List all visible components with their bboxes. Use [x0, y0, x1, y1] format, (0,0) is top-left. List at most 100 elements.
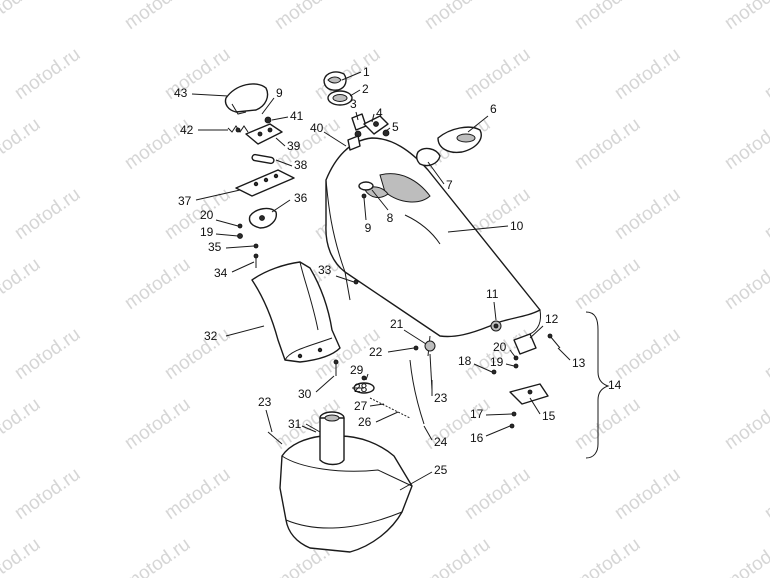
callout-38: 38: [294, 158, 308, 172]
callout-18: 18: [458, 354, 472, 368]
part-41-screw: [264, 116, 272, 124]
part-11-nut: [490, 320, 502, 332]
watermark-text: motod.ru: [571, 114, 644, 174]
callout-40: 40: [310, 121, 324, 135]
leader-line-40: [323, 131, 347, 147]
leader-line-35: [225, 245, 255, 249]
watermark-text: motod.ru: [761, 324, 770, 384]
callout-37: 37: [178, 194, 192, 208]
watermark-text: motod.ru: [571, 534, 644, 578]
callout-17: 17: [470, 407, 484, 421]
leader-line-8: [371, 189, 389, 211]
leader-line-32: [225, 325, 265, 337]
callout-12: 12: [545, 312, 559, 326]
callout-14: 14: [608, 378, 622, 392]
part-33-pin: [353, 279, 359, 285]
leader-line-3: [355, 111, 359, 121]
watermark-text: motod.ru: [11, 464, 84, 524]
callout-42: 42: [180, 123, 194, 137]
callout-labels: 1234567899101112131415161718191920202122…: [174, 65, 622, 477]
callout-9a: 9: [365, 221, 372, 235]
leader-line-21: [403, 329, 427, 345]
leader-line-36: [271, 199, 291, 213]
part-24-rod: [409, 359, 425, 425]
part-10-seat-cover: [325, 137, 541, 357]
part-15-bracket: [509, 383, 549, 405]
watermark-text: motod.ru: [421, 534, 494, 578]
part-29-ring: [361, 375, 367, 381]
group-14-brace: [585, 311, 610, 459]
watermark-text: motod.ru: [0, 394, 44, 454]
part-43-housing: [224, 83, 269, 115]
callout-2: 2: [362, 82, 369, 96]
callout-35: 35: [208, 240, 222, 254]
leader-lines: [191, 71, 571, 491]
leader-line-20b: [509, 349, 517, 359]
leader-line-27: [369, 403, 385, 407]
watermark-text: motod.ru: [11, 184, 84, 244]
watermark-text: motod.ru: [271, 0, 344, 34]
leader-line-9a: [363, 197, 367, 221]
callout-16: 16: [470, 431, 484, 445]
callout-21: 21: [390, 317, 404, 331]
callout-9b: 9: [276, 86, 283, 100]
watermark-text: motod.ru: [11, 324, 84, 384]
watermark-text: motod.ru: [0, 254, 44, 314]
watermark-text: motod.ru: [721, 534, 770, 578]
part-3-bolt: [351, 113, 367, 138]
part-40-stud: [347, 135, 361, 151]
watermark-text: motod.ru: [461, 44, 534, 104]
part-23-hose-left: [267, 431, 283, 445]
callout-5: 5: [392, 120, 399, 134]
callout-4: 4: [376, 106, 383, 120]
watermark-text: motod.ru: [571, 394, 644, 454]
leader-line-38: [275, 159, 293, 167]
part-38-clip: [251, 153, 275, 165]
callout-39: 39: [287, 139, 301, 153]
leader-line-31: [301, 425, 317, 433]
leader-line-37: [195, 189, 241, 201]
watermark-text: motod.ru: [121, 0, 194, 34]
part-5-nut: [382, 129, 390, 137]
watermark-text: motod.ru: [0, 534, 44, 578]
part-6-taillight: [437, 126, 482, 154]
callout-10: 10: [510, 219, 524, 233]
callout-23b: 23: [434, 391, 448, 405]
watermark-text: motod.ru: [421, 0, 494, 34]
leader-line-29: [365, 373, 369, 381]
leader-line-43: [191, 93, 229, 97]
leader-line-2: [349, 89, 361, 97]
part-1-cap: [323, 71, 347, 91]
callout-7: 7: [446, 178, 453, 192]
watermark-text: motod.ru: [611, 184, 684, 244]
leader-line-24: [423, 425, 433, 441]
leader-line-5: [385, 127, 391, 132]
callout-33: 33: [318, 263, 332, 277]
leader-line-19a: [215, 233, 239, 237]
callout-20b: 20: [493, 340, 507, 354]
callout-34: 34: [214, 266, 228, 280]
watermark-text: motod.ru: [761, 464, 770, 524]
leader-line-22: [387, 347, 415, 353]
callout-29: 29: [350, 363, 364, 377]
part-32-fender: [251, 261, 341, 363]
watermark-text: motod.ru: [571, 254, 644, 314]
part-22-clip: [413, 345, 419, 351]
leader-line-1: [341, 71, 362, 81]
part-13-screw: [547, 333, 561, 349]
leader-line-26: [375, 411, 399, 423]
leader-line-10: [447, 225, 509, 233]
callout-22: 22: [369, 345, 383, 359]
callout-8: 8: [387, 211, 394, 225]
watermark-text: motod.ru: [611, 464, 684, 524]
part-37-license-plate: [235, 169, 295, 197]
watermark-text: motod.ru: [161, 324, 234, 384]
leader-line-23a: [265, 409, 273, 433]
callout-41: 41: [290, 109, 304, 123]
leader-line-12: [529, 325, 544, 339]
callout-11: 11: [486, 287, 499, 301]
leader-line-25: [399, 471, 433, 491]
watermark-text: motod.ru: [461, 464, 534, 524]
leader-line-33: [335, 275, 355, 283]
